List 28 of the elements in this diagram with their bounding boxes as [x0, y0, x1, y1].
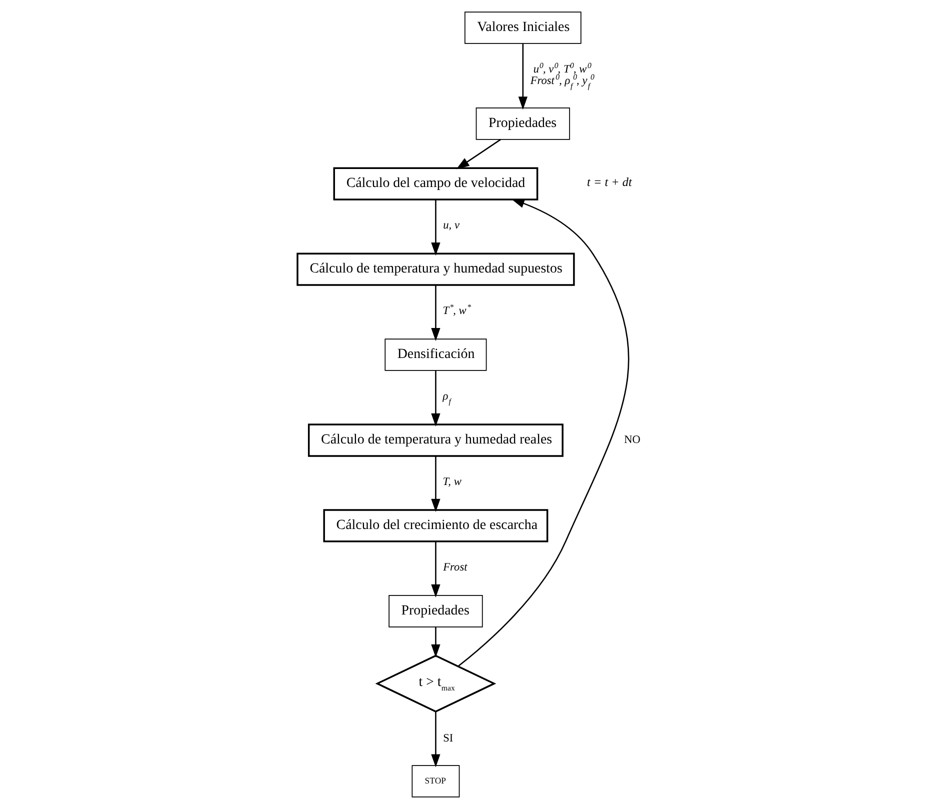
arrow: [456, 138, 502, 170]
node-box: Propiedades: [476, 108, 570, 140]
arrow: [431, 370, 440, 427]
arrow: [431, 542, 440, 598]
arrow: [518, 44, 528, 110]
arrow: [458, 198, 629, 667]
arrow: [431, 627, 440, 658]
label: t = t + dt: [587, 175, 632, 190]
node-box: Cálculo de temperatura y humedad supuestos: [296, 252, 575, 286]
edge-label: SI: [443, 732, 454, 744]
edge-label: T$^{*}$, w$^{*}$: [442, 302, 472, 318]
arrow: [431, 456, 440, 512]
node-box: STOP: [412, 765, 460, 798]
node-box: Propiedades: [388, 595, 483, 628]
node-box: Cálculo de temperatura y humedad reales: [308, 424, 564, 457]
node-box: Valores Iniciales: [464, 12, 582, 44]
node-box: Densificación: [384, 338, 487, 371]
node-box: Cálculo del crecimiento de escarcha: [323, 509, 548, 542]
edge-label: u, v: [443, 220, 460, 232]
edge-label: NO: [624, 434, 640, 446]
arrow: [431, 285, 440, 342]
arrow: [431, 200, 440, 256]
node-diamond: t > t$_{max}$: [375, 654, 496, 712]
arrow: [431, 712, 440, 768]
edge-label: T, w: [442, 476, 462, 488]
edge-label: ρ$_{f}$: [442, 390, 451, 406]
node-box: Cálculo del campo de velocidad: [333, 167, 538, 200]
edge-label: Frost: [443, 562, 468, 574]
